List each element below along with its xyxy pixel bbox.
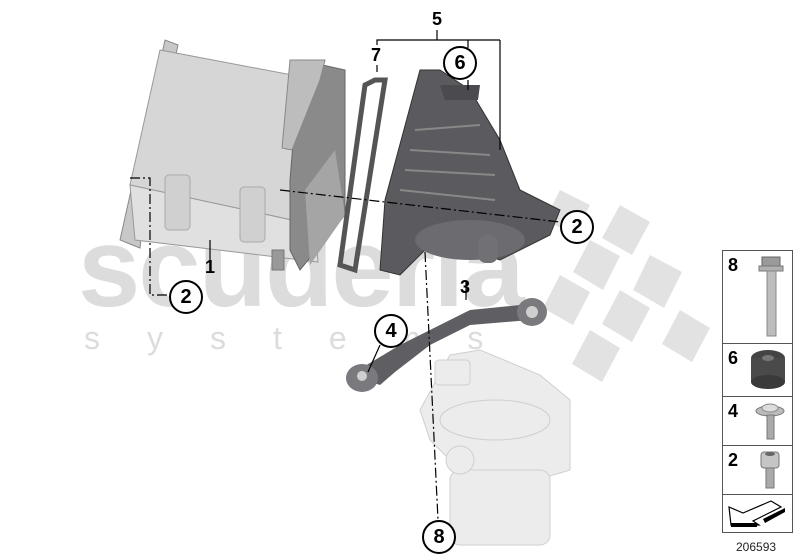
intake-manifold-part [379, 69, 561, 276]
throttle-body-part [419, 349, 571, 546]
arrow-icon [728, 500, 785, 527]
leader-lines [130, 30, 561, 521]
callout-4[interactable]: 4 [374, 314, 408, 348]
callout-2-right[interactable]: 2 [560, 210, 594, 244]
fastener-legend: 8 6 4 2 [722, 250, 793, 533]
legend-item-rubber-mount[interactable]: 6 [723, 344, 792, 397]
part-label-1: 1 [205, 257, 216, 277]
washer-screw-icon [755, 403, 785, 440]
callout-8[interactable]: 8 [422, 520, 456, 554]
hex-bolt-icon [758, 256, 784, 337]
legend-num: 8 [728, 255, 739, 275]
legend-item-socket-head-screw[interactable]: 2 [723, 446, 792, 495]
legend-num: 6 [728, 348, 739, 368]
callout-2-left[interactable]: 2 [169, 280, 203, 314]
legend-item-hex-bolt[interactable]: 8 [723, 251, 792, 344]
part-label-5: 5 [432, 9, 443, 29]
diagram-id: 206593 [736, 540, 777, 554]
rubber-mount-icon [751, 350, 785, 389]
legend-item-washer-screw[interactable]: 4 [723, 397, 792, 446]
bracket-part [346, 298, 547, 392]
legend-nav-arrow[interactable] [723, 495, 792, 532]
part-label-3: 3 [460, 277, 471, 297]
legend-num: 2 [728, 450, 739, 470]
socket-head-screw-icon [760, 451, 780, 489]
part-label-7: 7 [371, 45, 382, 65]
gasket-part [337, 77, 388, 274]
intercooler-part [119, 39, 346, 271]
callout-6[interactable]: 6 [443, 46, 477, 80]
legend-num: 4 [728, 401, 739, 421]
